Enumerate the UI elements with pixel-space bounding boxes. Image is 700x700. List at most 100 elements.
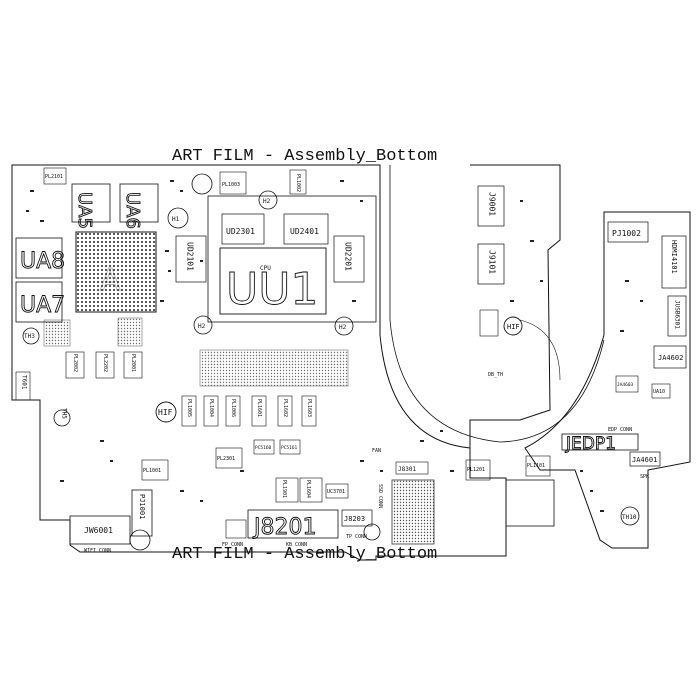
label-spk: SPK bbox=[640, 474, 649, 480]
chip-ud2201 bbox=[333, 235, 365, 283]
label-j9001: J9001 bbox=[488, 192, 497, 216]
connector-pj1002 bbox=[607, 221, 649, 243]
label-j8201: J8201 bbox=[252, 515, 316, 540]
connector-ja4601 bbox=[629, 451, 661, 467]
label-ja4601: JA4601 bbox=[632, 456, 657, 464]
hole-hif-left bbox=[155, 401, 177, 423]
inductor-pl1901 bbox=[275, 477, 299, 503]
gpu-bga bbox=[75, 231, 157, 313]
hole-hif-right bbox=[503, 316, 523, 336]
inductor-pl1001 bbox=[141, 459, 169, 481]
title-bottom: ART FILM - Assembly_Bottom bbox=[172, 545, 437, 564]
inductor-row-left bbox=[65, 351, 143, 379]
connector-j9101 bbox=[477, 243, 505, 285]
hole-h2-a bbox=[193, 315, 213, 335]
label-ua6: UA6 bbox=[122, 192, 143, 229]
hole-bottom-left bbox=[129, 529, 151, 551]
label-jedp1: JEDP1 bbox=[565, 434, 616, 454]
connector-jw6001 bbox=[69, 515, 131, 545]
inductor-pl1002 bbox=[289, 169, 307, 195]
cpu-tag: CPU bbox=[260, 265, 271, 272]
inductor-row-cpu bbox=[181, 395, 317, 427]
label-pl2101: PL2101 bbox=[45, 174, 63, 180]
label-th5: TH5 bbox=[61, 408, 68, 419]
cpu-outline bbox=[207, 195, 377, 323]
label-pl1901: PL1901 bbox=[281, 480, 287, 498]
component-pc5161 bbox=[279, 439, 301, 455]
smd-pads bbox=[26, 180, 643, 512]
hole-th3 bbox=[22, 327, 40, 345]
label-pc5160: PC5160 bbox=[255, 445, 272, 451]
inductor-pl1101 bbox=[525, 455, 551, 477]
label-wifi-conn: WIFI CONN bbox=[84, 548, 111, 554]
label-ud2401: UD2401 bbox=[290, 227, 319, 236]
chip-ua6 bbox=[119, 183, 159, 223]
label-pl1602: PL1602 bbox=[282, 399, 288, 417]
label-pl1101: PL1101 bbox=[527, 463, 545, 469]
label-h2-top: H2 bbox=[263, 198, 271, 205]
label-pl1603: PL1603 bbox=[306, 399, 312, 417]
connector-jedp1 bbox=[561, 433, 639, 451]
connector-j8201 bbox=[247, 509, 339, 539]
label-pl1601: PL1601 bbox=[256, 399, 262, 417]
hole-h1 bbox=[167, 207, 189, 229]
label-pl1006: PL1006 bbox=[230, 399, 236, 417]
hole-th5 bbox=[53, 409, 71, 427]
label-pl2001: PL2001 bbox=[130, 354, 136, 372]
capacitor-block-left bbox=[43, 319, 71, 347]
label-pc5161: PC5161 bbox=[281, 445, 298, 451]
chip-ud2301 bbox=[221, 213, 265, 245]
connector-j8203 bbox=[341, 509, 373, 527]
label-hif-left: HIF bbox=[158, 408, 173, 417]
inductor-pl2101 bbox=[43, 167, 67, 185]
label-pl2002: PL2002 bbox=[72, 354, 78, 372]
label-hdmi4101: HDMI4101 bbox=[670, 240, 678, 274]
label-edp-conn: EDP CONN bbox=[608, 427, 632, 433]
connector-hdmi4101 bbox=[661, 235, 687, 289]
label-jw6001: JW6001 bbox=[84, 526, 113, 535]
label-h2-a: H2 bbox=[198, 323, 206, 330]
inductor-pl1201 bbox=[465, 459, 491, 481]
fan-inner-arc bbox=[519, 319, 561, 381]
chip-ud2401 bbox=[283, 213, 329, 245]
label-pl1002: PL1002 bbox=[295, 174, 301, 192]
label-pl1005: PL1005 bbox=[186, 399, 192, 417]
label-ja4603: JA4603 bbox=[617, 382, 634, 388]
component-t601 bbox=[15, 371, 31, 401]
chip-ud2101 bbox=[175, 235, 207, 283]
component-pc5160 bbox=[253, 439, 275, 455]
label-uc3701: UC3701 bbox=[327, 489, 345, 495]
inductor-pl1604 bbox=[299, 477, 323, 503]
label-ua7: UA7 bbox=[20, 293, 65, 318]
label-h1: H1 bbox=[172, 216, 180, 223]
label-pl1004: PL1004 bbox=[208, 399, 214, 417]
label-jusb6301: JUSB6301 bbox=[674, 300, 681, 329]
capacitor-block-mid bbox=[117, 317, 143, 347]
inductor-pl1001-top bbox=[219, 171, 247, 195]
label-j8301: J8301 bbox=[398, 466, 416, 473]
label-ua8: UA8 bbox=[20, 249, 65, 274]
label-h2-b: H2 bbox=[339, 324, 347, 331]
hole-h2-b bbox=[334, 316, 354, 336]
chip-ua8 bbox=[15, 237, 63, 279]
label-db-th: DB_TH bbox=[488, 372, 503, 378]
label-tp-conn: TP CONN bbox=[346, 534, 367, 540]
label-ud2101: UD2101 bbox=[186, 242, 195, 271]
connector-ja4603 bbox=[615, 375, 639, 393]
label-kb-conn: KB CONN bbox=[286, 542, 307, 548]
cpu-label: UU1 bbox=[226, 264, 318, 315]
label-ua10: UA10 bbox=[653, 389, 665, 395]
label-ja4602: JA4602 bbox=[658, 354, 683, 362]
capacitor-block-upper bbox=[199, 349, 349, 387]
hole-th10 bbox=[620, 506, 640, 526]
label-pl1003: PL1003 bbox=[222, 182, 240, 188]
board-outline-io bbox=[524, 211, 691, 549]
label-t601: T601 bbox=[21, 375, 28, 390]
connector-j8301 bbox=[395, 461, 429, 475]
pad-right-board bbox=[479, 309, 499, 337]
label-ud2301: UD2301 bbox=[226, 227, 255, 236]
chip-ua7 bbox=[15, 281, 63, 323]
label-ua5: UA5 bbox=[74, 192, 95, 229]
fan-cutout bbox=[389, 165, 605, 443]
